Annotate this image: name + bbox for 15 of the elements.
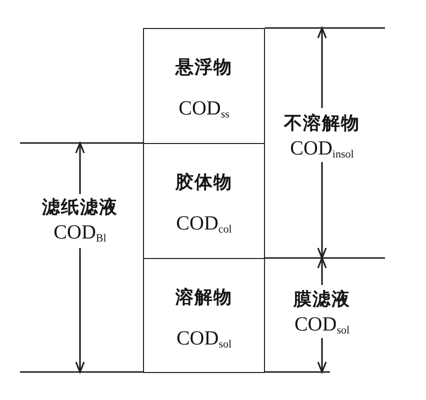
fraction-box xyxy=(143,143,265,259)
cod-label: COD$_{col}$ xyxy=(176,212,232,236)
dimension-label: 膜滤液 xyxy=(294,290,350,310)
cod-label: COD$_{insol}$ xyxy=(290,137,354,161)
cod-label: COD$_{sol}$ xyxy=(176,327,232,351)
fraction-name: 胶体物 xyxy=(176,173,232,193)
fraction-name: 溶解物 xyxy=(176,288,232,308)
cod-label: COD$_{Bl}$ xyxy=(54,221,106,245)
cod-label: COD$_{ss}$ xyxy=(178,97,230,121)
dimension-label: 不溶解物 xyxy=(284,114,360,134)
fraction-name: 悬浮物 xyxy=(176,58,232,78)
fraction-box xyxy=(143,28,265,144)
fraction-box xyxy=(143,258,265,373)
cod-label: COD$_{sol}$ xyxy=(294,313,350,337)
dimension-label: 滤纸滤液 xyxy=(42,198,118,218)
